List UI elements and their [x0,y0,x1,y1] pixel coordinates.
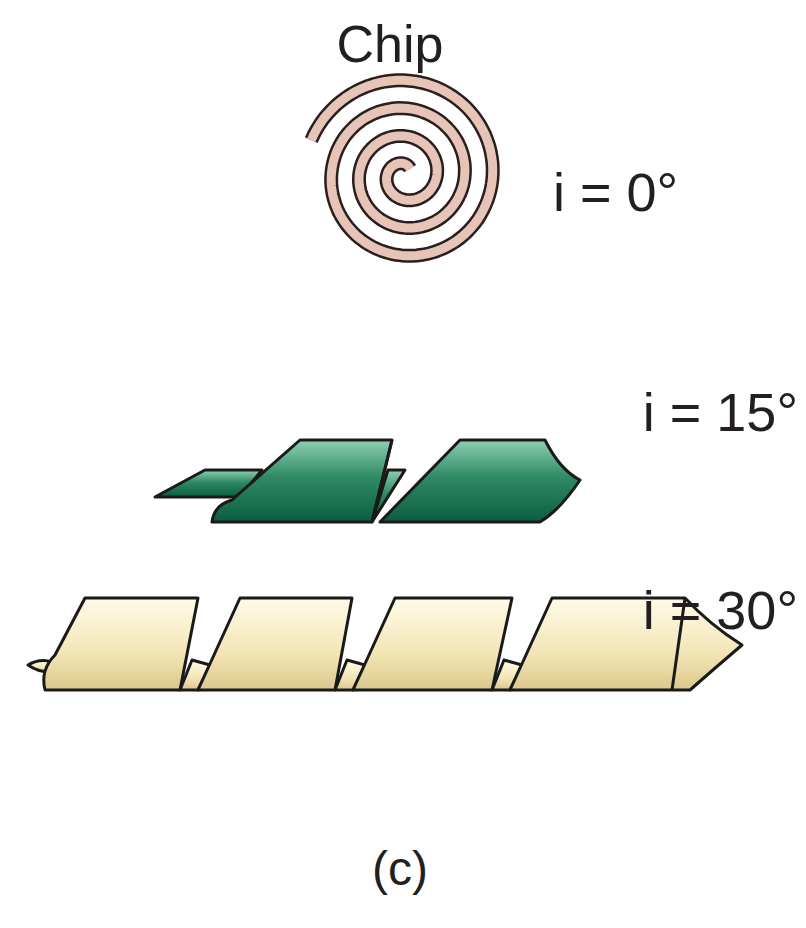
inclination-label: i = 0° [553,165,678,219]
spiral-chip [311,80,492,256]
inclination-label: i = 15° [643,385,798,439]
inclination-label: i = 30° [643,583,798,637]
helical-chip-15 [155,440,580,522]
spiral-stroke [311,80,492,256]
helical-chip-30 [28,598,742,690]
chip-label: Chip [337,18,444,70]
spiral-stroke [311,80,492,256]
figure-caption: (c) [372,845,428,893]
